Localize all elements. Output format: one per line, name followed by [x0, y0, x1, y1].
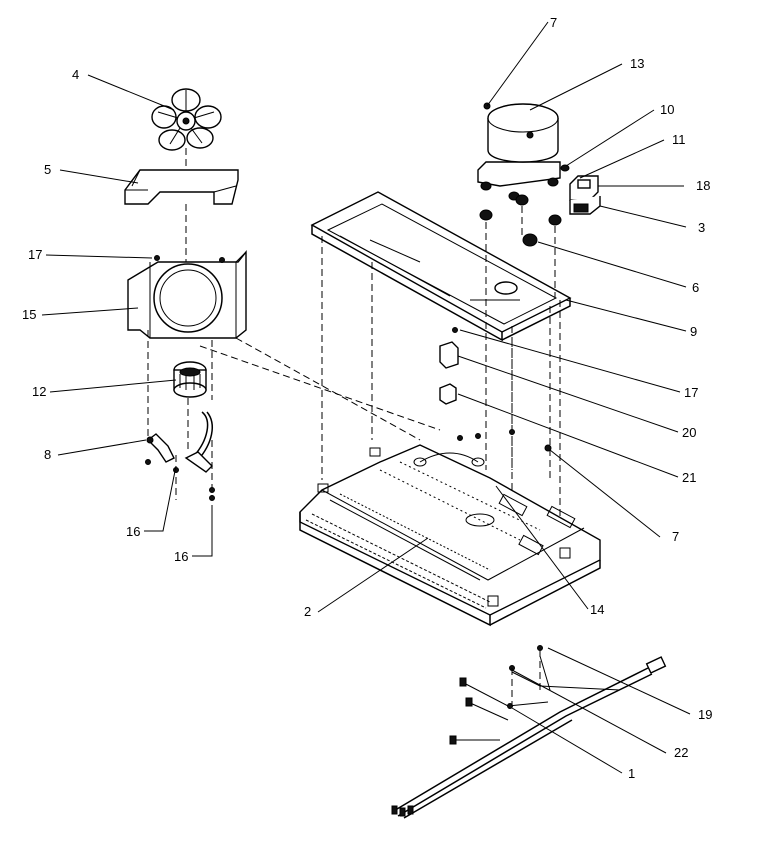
callout-7-bottom: 7: [672, 529, 679, 544]
relay-assembly: [560, 164, 601, 215]
leader-dash: [235, 337, 421, 441]
callout-10: 10: [660, 102, 674, 117]
callout-13: 13: [630, 56, 644, 71]
screws: [457, 429, 552, 452]
callout-15: 15: [22, 307, 36, 322]
callout-5: 5: [44, 162, 51, 177]
leader-dash: [199, 345, 441, 431]
callout-4: 4: [72, 67, 79, 82]
callout-9: 9: [690, 324, 697, 339]
compressor: [477, 102, 561, 201]
start-relay: [439, 327, 459, 369]
wire-harness-fan: [145, 411, 215, 501]
callout-2: 2: [304, 604, 311, 619]
callout-22: 22: [674, 745, 688, 760]
fan-motor: [173, 361, 207, 398]
wire-clamp: [146, 433, 175, 463]
fan-mount-plate: [127, 250, 247, 339]
callout-7-top: 7: [550, 15, 557, 30]
callout-17-left: 17: [28, 247, 42, 262]
callout-12: 12: [32, 384, 46, 399]
callout-19: 19: [698, 707, 712, 722]
callout-20: 20: [682, 425, 696, 440]
callout-3: 3: [698, 220, 705, 235]
callout-14: 14: [590, 602, 604, 617]
callout-18: 18: [696, 178, 710, 193]
callout-16-left: 16: [126, 524, 140, 539]
fan-bracket: [124, 169, 239, 205]
overload-protector: [439, 383, 457, 405]
wire-harness: [391, 645, 667, 819]
leader-lines: [41, 21, 691, 774]
fan-blade: [151, 88, 222, 151]
callout-labels: 4 5 17 15 12 8 16 16 7 13 10 11 18 3 6 9…: [22, 15, 712, 781]
callout-21: 21: [682, 470, 696, 485]
callout-6: 6: [692, 280, 699, 295]
cover-pan: [310, 191, 572, 342]
callout-17-right: 17: [684, 385, 698, 400]
callout-1: 1: [628, 766, 635, 781]
callout-11: 11: [672, 132, 686, 147]
callout-8: 8: [44, 447, 51, 462]
base-pan: [299, 444, 601, 627]
callout-16-right: 16: [174, 549, 188, 564]
grommets: [479, 194, 562, 320]
